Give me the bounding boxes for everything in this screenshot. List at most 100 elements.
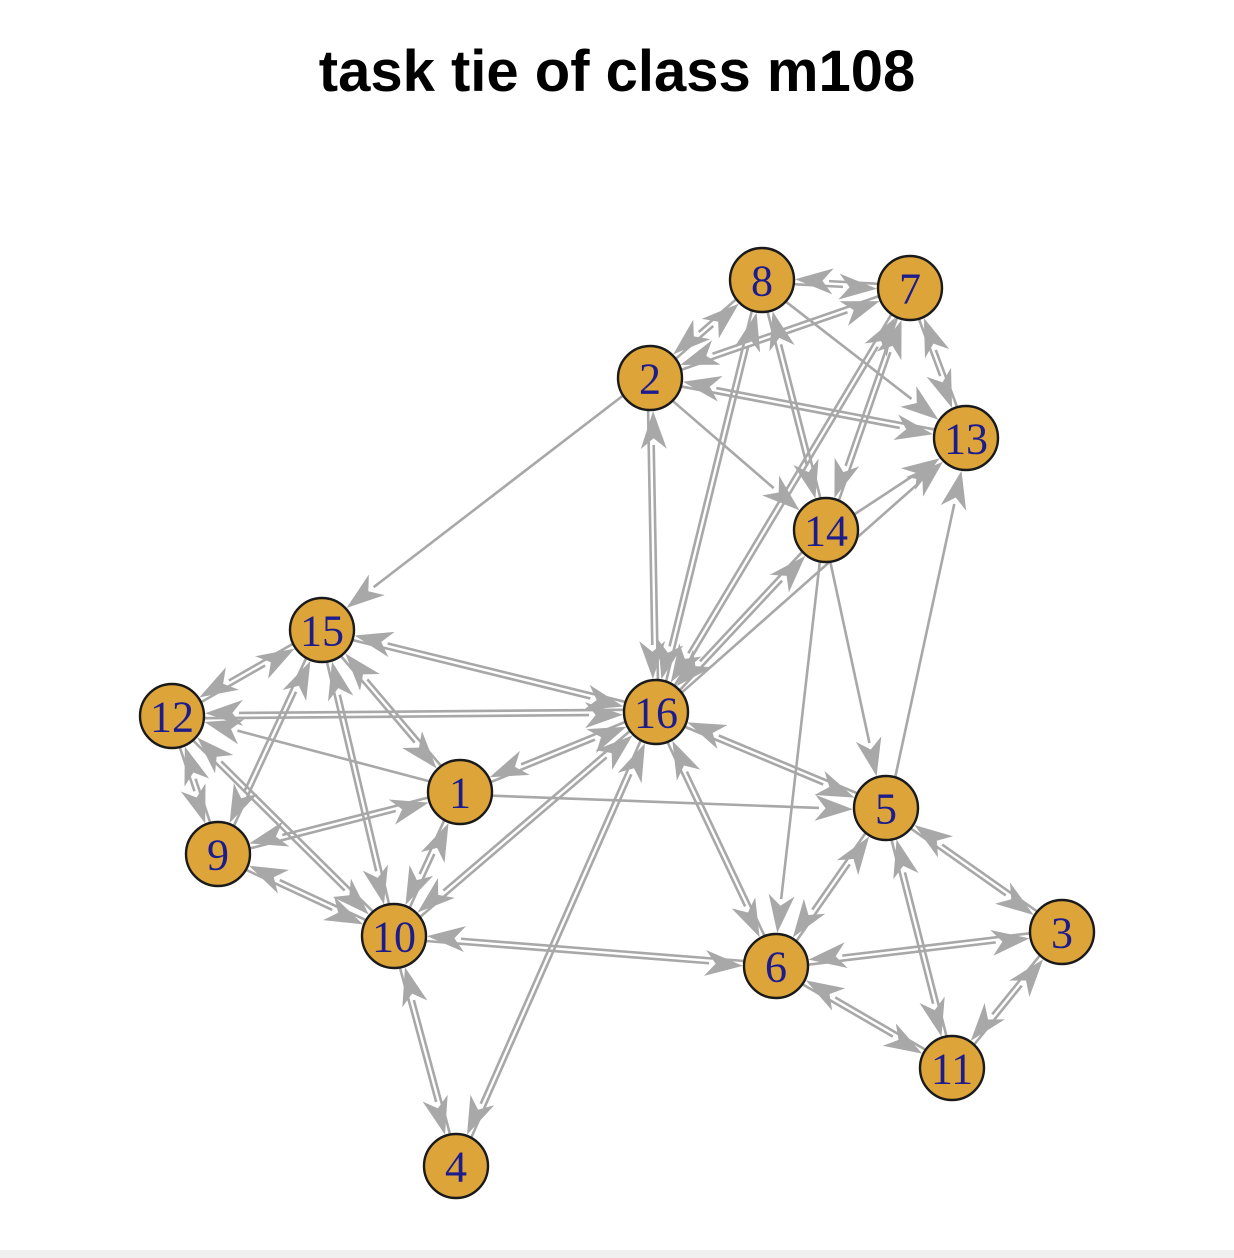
edge-15-to-16 — [352, 638, 624, 711]
edge-line — [204, 713, 590, 720]
arrowhead — [814, 794, 853, 821]
edge-15-to-12 — [199, 642, 294, 698]
edge-line — [668, 310, 754, 647]
edge-line — [652, 444, 660, 680]
arrowhead — [687, 722, 728, 750]
arrowhead — [838, 273, 877, 300]
arrowhead — [682, 376, 723, 402]
arrowhead — [882, 1023, 923, 1054]
arrowhead — [346, 574, 385, 608]
node-circle — [360, 902, 428, 970]
edge-14-to-6 — [768, 561, 822, 933]
arrowhead — [420, 823, 449, 864]
edge-line — [372, 394, 624, 589]
edge-line — [352, 638, 591, 700]
edge-3-to-11 — [970, 954, 1041, 1041]
arrowhead — [704, 949, 743, 976]
edge-10-to-1 — [408, 823, 449, 909]
node-6: 6 — [742, 932, 810, 1000]
node-label: 8 — [751, 257, 773, 306]
node-label: 16 — [634, 689, 678, 738]
arrowhead — [204, 699, 244, 726]
edge-14-to-5 — [829, 561, 882, 777]
node-label: 3 — [1051, 909, 1073, 958]
edge-line — [795, 863, 851, 942]
arrowhead — [680, 340, 721, 365]
arrowhead — [184, 746, 210, 787]
edge-9-to-12 — [184, 746, 212, 824]
edge-10-to-6 — [425, 939, 743, 976]
edge-6-to-16 — [672, 740, 766, 937]
arrowhead — [676, 649, 713, 687]
arrowhead — [900, 458, 940, 490]
node-label: 15 — [300, 607, 344, 656]
arrowhead — [388, 799, 429, 825]
node-circle — [852, 774, 920, 842]
arrowhead — [893, 839, 919, 880]
arrowhead — [762, 475, 800, 511]
arrowhead — [402, 731, 437, 769]
node-circle — [622, 678, 690, 746]
arrowhead — [769, 555, 806, 593]
arrowhead — [1009, 959, 1044, 997]
node-11: 11 — [918, 1034, 986, 1102]
edge-7-to-16 — [670, 313, 893, 683]
edge-1-to-16 — [490, 726, 627, 784]
edge-7-to-8 — [795, 268, 879, 295]
node-2: 2 — [616, 344, 684, 412]
edge-14-to-8 — [769, 311, 822, 499]
edge-line — [685, 770, 766, 937]
edge-10-to-12 — [197, 737, 374, 913]
edge-layer — [178, 268, 1044, 1139]
arrowhead — [255, 648, 295, 679]
edge-line — [991, 954, 1041, 1016]
arrowhead — [731, 897, 760, 938]
edge-10-to-16 — [419, 735, 633, 919]
arrowhead — [670, 643, 702, 683]
node-1: 1 — [426, 758, 494, 826]
edge-1-to-12 — [204, 719, 431, 783]
arrowhead — [923, 318, 950, 359]
edge-line — [698, 550, 804, 663]
edge-line — [479, 739, 643, 1105]
edge-13-to-7 — [923, 318, 959, 408]
node-label: 11 — [931, 1045, 973, 1094]
node-circle — [932, 404, 1000, 472]
edge-1-to-10 — [405, 819, 446, 905]
node-circle — [792, 496, 860, 564]
edge-line — [712, 294, 880, 355]
arrowhead — [199, 667, 239, 698]
node-circle — [138, 682, 206, 750]
edge-line — [664, 345, 750, 682]
edge-3-to-5 — [914, 824, 1039, 913]
edge-line — [408, 853, 436, 909]
arrowhead — [657, 639, 684, 680]
edge-line — [460, 937, 745, 963]
node-label: 1 — [449, 769, 471, 818]
arrowhead — [995, 882, 1034, 916]
arrowhead — [905, 461, 943, 497]
edge-2-to-16 — [639, 410, 666, 680]
edge-16-to-15 — [354, 631, 626, 704]
node-circle — [422, 1132, 490, 1200]
edge-16-to-10 — [417, 729, 631, 913]
node-5: 5 — [852, 774, 920, 842]
edge-line — [194, 778, 212, 824]
arrowhead — [639, 640, 666, 680]
arrowhead — [795, 268, 834, 295]
edge-11-to-3 — [973, 959, 1044, 1046]
edge-8-to-2 — [673, 298, 738, 355]
node-label: 7 — [899, 265, 921, 314]
edge-line — [425, 939, 710, 965]
edge-line — [339, 655, 416, 744]
node-label: 4 — [445, 1143, 467, 1192]
edge-line — [811, 832, 867, 911]
arrowhead — [417, 878, 455, 913]
edge-line — [716, 386, 936, 431]
edge-12-to-10 — [192, 739, 369, 915]
edge-line — [646, 410, 654, 646]
edge-16-to-2 — [640, 410, 667, 680]
edge-line — [829, 561, 871, 744]
arrowhead — [893, 414, 934, 440]
